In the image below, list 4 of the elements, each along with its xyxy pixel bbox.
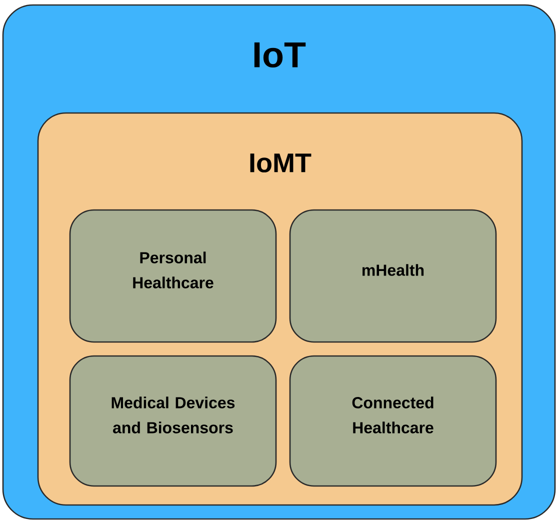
category-box: Personal Healthcare bbox=[69, 209, 277, 343]
category-box: Connected Healthcare bbox=[289, 355, 497, 487]
category-box: Medical Devices and Biosensors bbox=[69, 355, 277, 487]
category-box: mHealth bbox=[289, 209, 497, 343]
